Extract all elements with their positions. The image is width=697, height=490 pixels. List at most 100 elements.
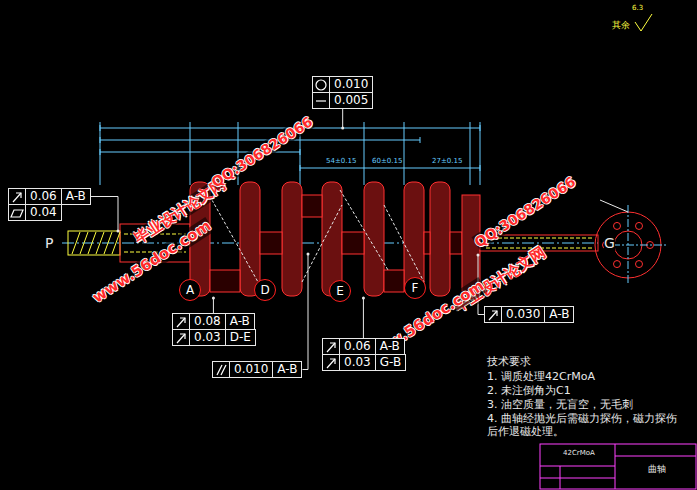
dimension-line [100,140,420,141]
datum-reference: A-B [61,189,90,204]
leader-line [363,298,364,338]
leader-end [117,230,120,233]
datum-letter: E [336,284,344,298]
symbol-cell [323,355,339,370]
tolerance-symbol [10,190,24,204]
bolt-hole [614,261,621,268]
journal-pin [260,232,282,254]
symbol-cell [213,362,229,377]
tolerance-value: 0.010 [329,77,372,92]
leader-end [477,254,480,257]
requirement-item: 1. 调质处理42CrMoA [487,371,595,384]
tolerance-symbol-stroke [180,318,185,323]
section-hatch [104,232,112,254]
datum-reference: D-E [225,330,255,345]
front-shaft-end [68,231,120,255]
leader-end [362,297,365,300]
tolerance-symbol-stroke [327,343,335,352]
leader-line [342,109,343,128]
dimension-text: 54±0.15 [326,157,356,165]
dimension-line [300,168,480,169]
tolerance-symbol-stroke [330,359,335,364]
requirement-item: 3. 油空质量，无盲空，无毛刺 [487,399,633,412]
symbol-cell [173,330,189,345]
bolt-hole [636,261,643,268]
extension-line [100,122,101,185]
tolerance-symbol [486,308,500,322]
end-view-center-line [612,245,668,246]
crank-web [282,182,302,296]
symbol-cell [323,339,339,354]
dimension-text: 27±0.15 [432,157,462,165]
symbol-cell [485,307,501,322]
tolerance-frame: 0.005 [312,92,373,109]
section-hatch [112,232,120,254]
datum-letter: F [412,281,419,295]
dimension-text: 60±0.15 [372,157,402,165]
symbol-cell [9,205,25,220]
oil-hole [212,200,258,282]
tolerance-symbol [214,363,228,377]
leader-line [213,298,214,313]
title-block-line [540,478,615,479]
symbol-cell [313,77,329,92]
requirement-item: 2. 未注倒角为C1 [487,385,571,398]
leader-line [91,197,118,232]
leader-line [302,254,308,370]
tolerance-symbol [174,331,188,345]
oil-hole [340,190,388,270]
tolerance-value: 0.04 [25,205,61,220]
section-hatch [88,232,96,254]
extension-line [404,122,405,185]
watermark: QQ:306826066 [472,173,579,250]
tolerance-symbol-stroke [13,193,21,202]
crank-web [322,182,342,296]
extension-line [470,122,471,185]
tolerance-value: 0.030 [501,307,544,322]
tolerance-symbol-stroke [492,311,497,316]
journal-pin [342,232,364,254]
roughness-value: 6.3 [632,4,643,12]
tolerance-symbol-stroke [221,365,226,375]
tolerance-value: 0.06 [25,189,61,204]
tolerance-symbol-stroke [11,210,23,217]
tolerance-symbol-stroke [16,193,21,198]
section-hatch [80,232,88,254]
tolerance-frame: 0.03D-E [172,329,256,346]
leader-end [212,297,215,300]
journal-pin [384,270,404,292]
dimension-tick [420,137,421,143]
datum-letter: A [186,283,194,297]
tolerance-value: 0.010 [229,362,272,377]
bolt-hole [636,222,643,229]
tolerance-symbol [10,206,24,220]
requirement-item: 4. 曲轴经抛光后需磁力探伤，磁力探伤后作退磁处理。 [487,413,682,438]
datum-reference: A-B [375,339,404,354]
symbol-cell [9,189,25,204]
thread-line [486,238,592,239]
extension-line [480,122,481,185]
tolerance-symbol-stroke [316,100,326,101]
journal-pin [210,270,240,292]
tolerance-frame: 0.08A-B [172,313,255,330]
tolerance-symbol [324,356,338,370]
title-block-text: 42CrMoA [563,449,595,457]
extension-line [364,122,365,185]
tolerance-frame: 0.030A-B [484,306,574,323]
datum-circle: F [404,277,426,299]
tolerance-symbol-stroke [180,334,185,339]
tolerance-frame: 0.06A-B [322,338,405,355]
tolerance-symbol-stroke [489,311,497,320]
datum-circle: D [254,279,276,301]
title-block-text: 曲轴 [648,464,666,474]
title-block-line [560,466,561,489]
title-block-line [540,466,615,467]
tolerance-frame: 0.010A-B [212,361,302,378]
end-view-leader [600,200,628,212]
tolerance-frame: 0.010 [312,76,373,93]
symbol-cell [313,93,329,108]
title-block-line [615,456,696,457]
tolerance-symbol-stroke [177,334,185,343]
symbol-cell [173,314,189,329]
